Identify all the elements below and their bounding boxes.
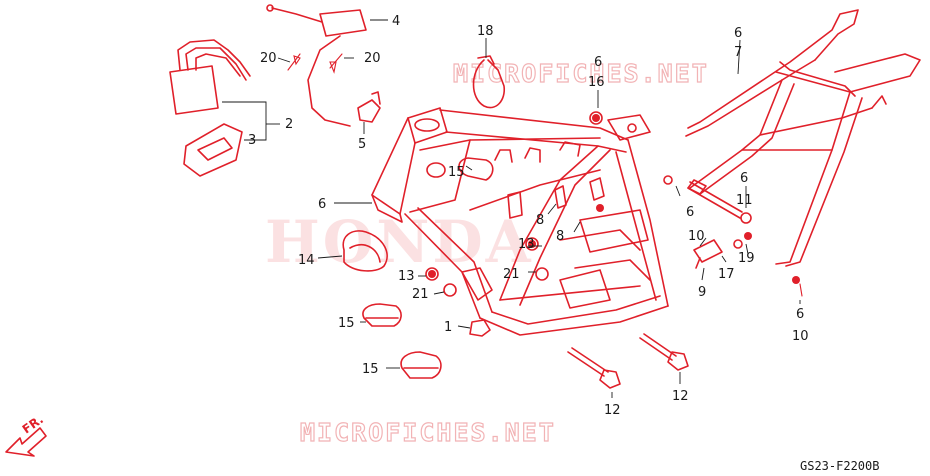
main-frame [371, 107, 669, 336]
small-fasteners [287, 53, 803, 297]
cdi-mount-rubber [183, 123, 243, 177]
callout-10-lower-right: 10 [792, 329, 809, 344]
callout-16: 16 [588, 75, 605, 90]
ignition-coil [266, 4, 367, 127]
leader-lines [222, 19, 801, 398]
callout-15-upper: 15 [448, 165, 465, 180]
bolt-12-left [567, 347, 621, 389]
callout-12-left: 12 [604, 403, 621, 418]
callout-20-right: 20 [364, 51, 381, 66]
callout-21-left: 21 [412, 287, 429, 302]
direction-label: FR. [20, 412, 46, 436]
callout-20-left: 20 [260, 51, 277, 66]
callout-6-upper: 6 [594, 55, 602, 70]
callout-10-mid: 10 [688, 229, 705, 244]
spark-plug-cap [357, 91, 381, 123]
callout-6-right: 6 [740, 171, 748, 186]
callout-9: 9 [698, 285, 706, 300]
callout-13-center: 13 [518, 237, 535, 252]
collar-9 [693, 239, 723, 269]
callout-2: 2 [285, 117, 293, 132]
callout-14: 14 [298, 253, 315, 268]
callout-4: 4 [392, 14, 400, 29]
callout-17: 17 [718, 267, 735, 282]
band-14 [342, 230, 388, 272]
callout-13-left: 13 [398, 269, 415, 284]
watermark-bottom: MICROFICHES.NET [300, 418, 556, 447]
callout-11: 11 [736, 193, 753, 208]
callout-18: 18 [477, 24, 494, 39]
bolt-12-right [639, 333, 689, 371]
nut-1 [469, 319, 491, 337]
callout-7: 7 [734, 45, 742, 60]
clamp-15-upper [458, 157, 494, 181]
clamp-15-middle [362, 303, 402, 327]
callout-6-headpipe: 6 [318, 197, 326, 212]
diagram-code: GS23-F2200B [800, 459, 879, 473]
callout-5: 5 [358, 137, 366, 152]
clamp-15-lower [400, 351, 442, 379]
callout-15-lower: 15 [362, 362, 379, 377]
callout-8-right: 8 [556, 229, 564, 244]
callout-6-mid: 6 [686, 205, 694, 220]
front-direction-arrow: FR. [5, 412, 47, 457]
callout-19: 19 [738, 251, 755, 266]
cdi-unit [169, 39, 251, 115]
callout-15-middle: 15 [338, 316, 355, 331]
band-18 [472, 55, 506, 109]
watermark-top: MICROFICHES.NET [453, 59, 709, 88]
callout-1: 1 [444, 320, 452, 335]
callout-6-subframe: 6 [734, 26, 742, 41]
callout-6-lower-right: 6 [796, 307, 804, 322]
callout-12-right: 12 [672, 389, 689, 404]
callout-numbers: 4 20 20 18 6 16 6 7 2 3 5 6 15 6 11 6 8 … [248, 14, 809, 418]
callout-3: 3 [248, 133, 256, 148]
bolt-11 [687, 181, 752, 224]
callout-21-center: 21 [503, 267, 520, 282]
callout-8-left: 8 [536, 213, 544, 228]
rear-subframe [685, 9, 921, 267]
